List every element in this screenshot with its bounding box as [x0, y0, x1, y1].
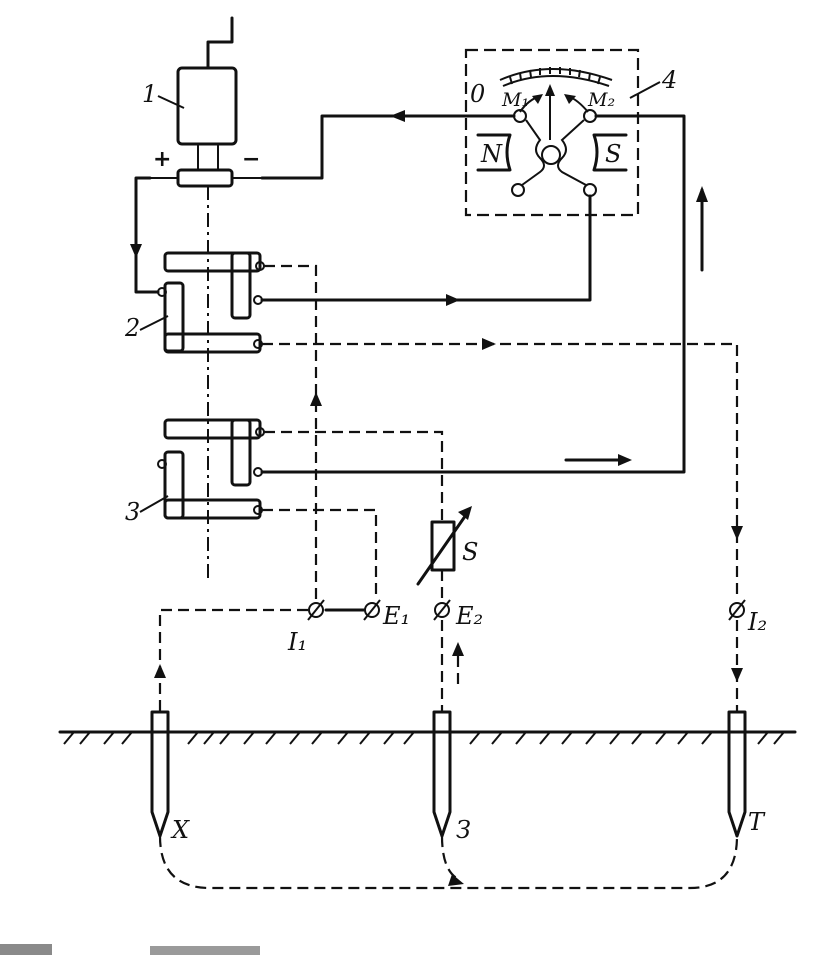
svg-text:T: T — [748, 808, 766, 836]
measuring-circuit — [130, 110, 708, 474]
label-commutator-3: 3 — [125, 498, 140, 526]
meter-scale — [499, 68, 613, 81]
meter-coil-2: M₂ — [587, 89, 615, 111]
hand-generator: 1 + − — [142, 16, 262, 580]
terminal-i1: I₁ — [287, 599, 325, 656]
terminal-i2: I₂ — [728, 599, 767, 636]
label-minus: − — [242, 147, 260, 172]
svg-text:X: X — [170, 816, 190, 844]
meter-coils — [521, 119, 545, 186]
svg-text:E₂: E₂ — [455, 602, 483, 630]
arrow-down — [130, 244, 142, 258]
generator-crank — [206, 16, 234, 70]
svg-text:I₂: I₂ — [747, 608, 767, 636]
arrow-right — [446, 294, 460, 306]
current-circuit: S — [262, 264, 743, 600]
arrow-up — [696, 186, 708, 202]
electrode-leads — [154, 608, 743, 712]
label-commutator-2: 2 — [124, 314, 140, 342]
svg-text:З: З — [456, 816, 471, 844]
ground-surface — [58, 730, 797, 745]
meter-housing — [464, 48, 640, 217]
label-generator: 1 — [142, 80, 157, 108]
generator-body — [176, 66, 238, 146]
generator-commutator — [176, 168, 234, 188]
electrode-t: T — [727, 710, 766, 838]
electrode-earth: З — [432, 710, 471, 844]
label-resistor: S — [462, 538, 478, 566]
electrode-x: X — [150, 710, 190, 844]
magnet-north — [476, 133, 512, 172]
meter-coil-1: M₁ — [501, 89, 529, 111]
terminals: I₁ E₁ E₂ I₂ — [287, 599, 767, 656]
terminal-e1: E₁ — [363, 599, 410, 630]
label-meter: 4 — [661, 66, 677, 94]
commutator-2: 2 — [124, 251, 265, 354]
arrow-right-2 — [618, 454, 632, 466]
commutator-3: 3 — [125, 418, 265, 526]
magnet-south — [592, 133, 628, 172]
meter-zero: 0 — [470, 80, 485, 108]
terminal-e2: E₂ — [433, 599, 483, 630]
earth-current-path — [158, 835, 739, 890]
arrow-left — [390, 110, 405, 122]
ratio-meter: 0 M₁ M₂ N S 4 — [464, 48, 677, 217]
magnet-south-label: S — [605, 140, 621, 168]
svg-text:E₁: E₁ — [382, 602, 410, 630]
magnet-north-label: N — [480, 140, 503, 168]
label-plus: + — [153, 147, 171, 172]
svg-text:I₁: I₁ — [287, 628, 307, 656]
